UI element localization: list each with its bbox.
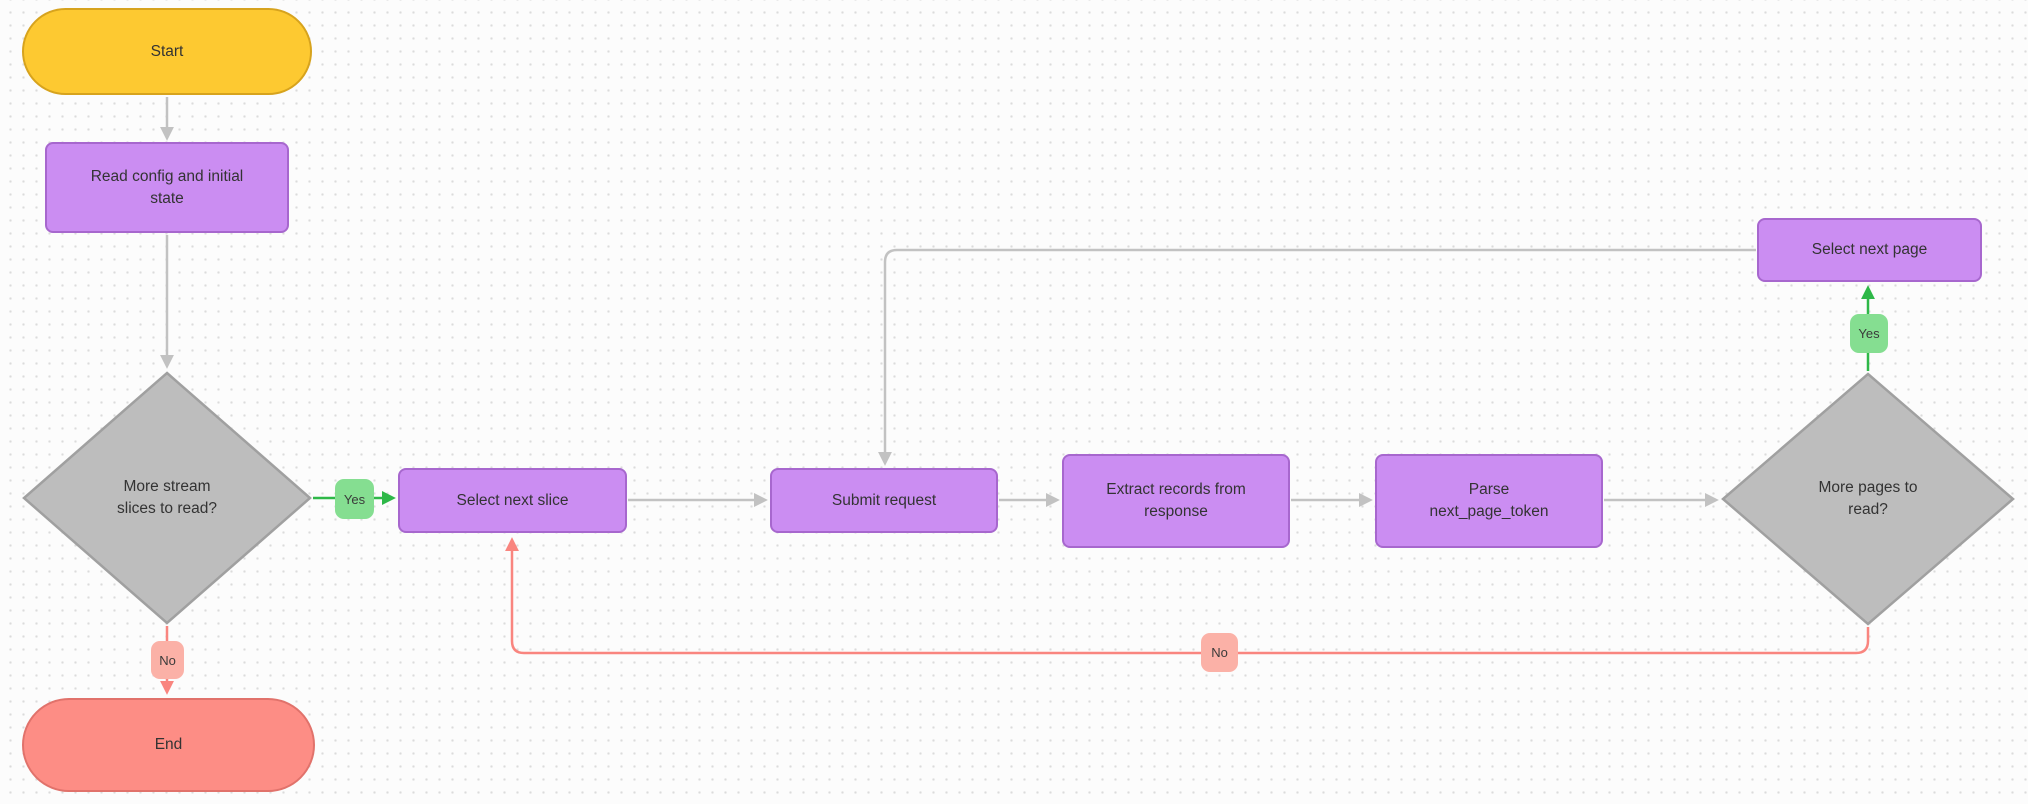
- edge-select-next-page-to-submit-request: [878, 248, 1756, 466]
- edge-label-yes-left-text: Yes: [343, 491, 366, 507]
- node-start[interactable]: Start: [22, 8, 312, 95]
- node-select-next-slice-label: Select next slice: [456, 491, 569, 509]
- edge-label-no-bottom-text: No: [1211, 645, 1228, 660]
- node-submit-request-label: Submit request: [831, 491, 937, 509]
- diamond-shape-icon: [22, 371, 312, 625]
- edge-label-no-left-text: No: [159, 652, 176, 668]
- node-parse-token[interactable]: Parse next_page_token: [1375, 454, 1603, 548]
- node-read-config-label: Read config and initial state: [90, 167, 244, 207]
- node-more-slices-label: More stream slices to read?: [117, 478, 217, 517]
- edge-label-yes-right-text: Yes: [1858, 326, 1880, 341]
- node-more-slices-decision[interactable]: More stream slices to read?: [22, 371, 312, 625]
- node-submit-request[interactable]: Submit request: [770, 468, 998, 533]
- node-start-label: Start: [150, 42, 184, 60]
- edge-more-pages-no-to-select-next-slice: [505, 537, 1870, 655]
- node-select-next-page-label: Select next page: [1811, 241, 1928, 258]
- node-select-next-slice[interactable]: Select next slice: [398, 468, 627, 533]
- edge-label-no-left: No: [151, 641, 184, 679]
- edge-label-no-bottom: No: [1201, 633, 1238, 672]
- node-more-pages-label: More pages to read?: [1818, 479, 1918, 518]
- node-parse-token-label: Parse next_page_token: [1429, 481, 1549, 520]
- node-end-label: End: [154, 736, 183, 753]
- node-more-pages-decision[interactable]: More pages to read?: [1721, 372, 2015, 626]
- node-extract-records-label: Extract records from response: [1106, 481, 1246, 520]
- edge-label-yes-left: Yes: [335, 479, 374, 519]
- node-select-next-page[interactable]: Select next page: [1757, 218, 1982, 282]
- node-read-config[interactable]: Read config and initial state: [45, 142, 289, 233]
- node-end[interactable]: End: [22, 698, 315, 792]
- diamond-shape-icon: [1721, 372, 2015, 626]
- node-extract-records[interactable]: Extract records from response: [1062, 454, 1290, 548]
- edge-label-yes-right: Yes: [1850, 314, 1888, 353]
